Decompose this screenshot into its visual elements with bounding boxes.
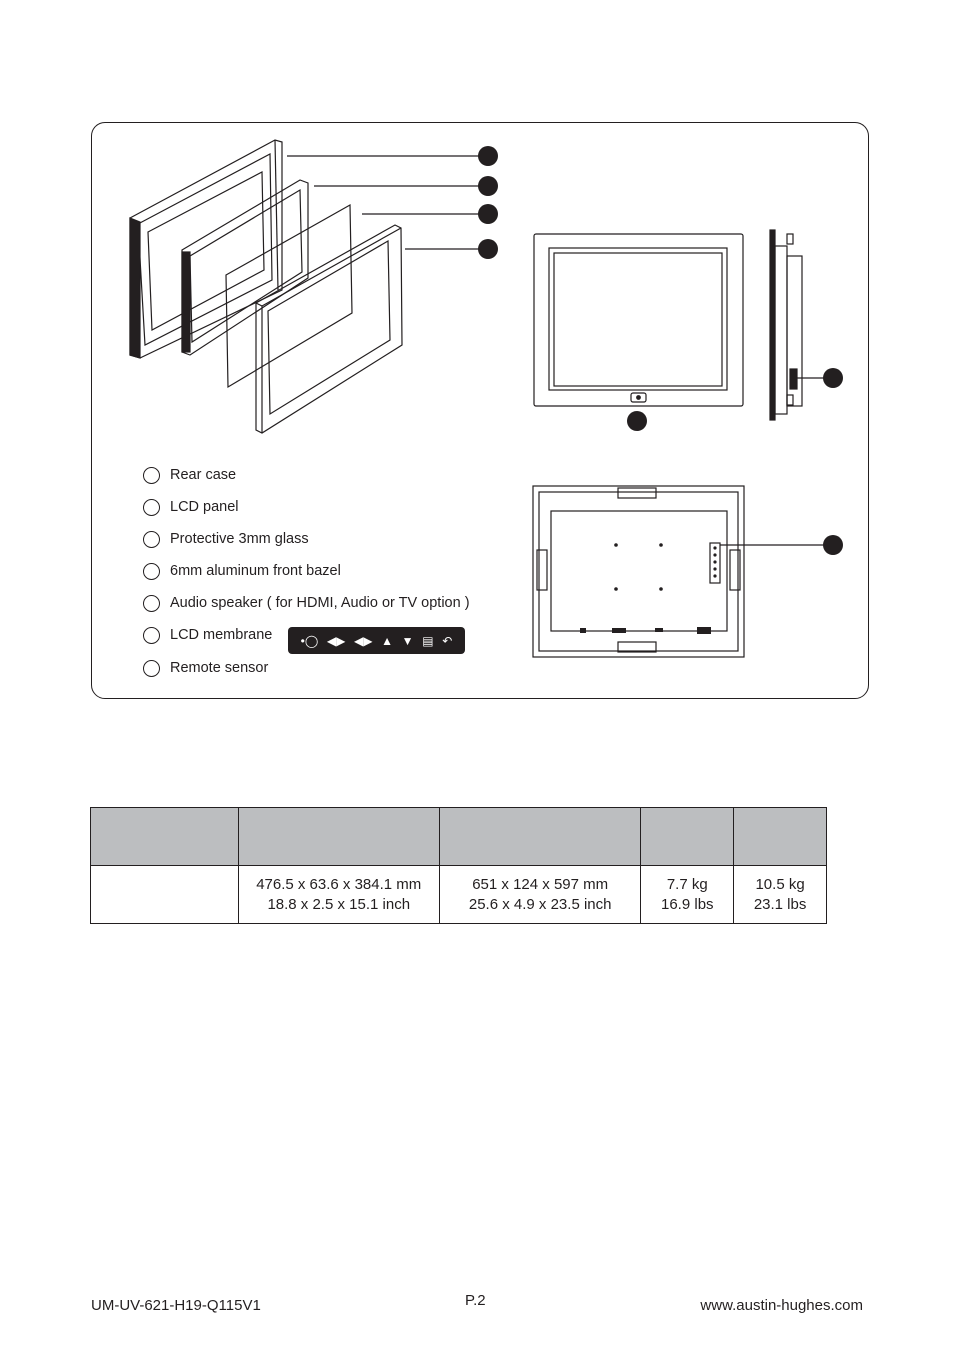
legend-label: LCD membrane [170,627,273,643]
legend-label: LCD panel [170,499,239,515]
legend-label: Protective 3mm glass [170,531,309,547]
document-id: UM-UV-621-H19-Q115V1 [91,1297,261,1314]
dimension-mm: 476.5 x 63.6 x 384.1 mm [256,875,422,893]
legend-item: Audio speaker ( for HDMI, Audio or TV op… [143,593,470,613]
table-header-cell [733,807,827,866]
package-mm: 651 x 124 x 597 mm [472,875,609,893]
legend-label: Audio speaker ( for HDMI, Audio or TV op… [170,595,470,611]
callout-marker [478,239,498,259]
legend-label: Rear case [170,467,237,483]
front-view-drawing [533,233,744,407]
callout-marker [823,535,843,555]
net-weight-cell: 7.7 kg 16.9 lbs [640,865,735,924]
callout-marker [627,411,647,431]
gross-weight-kg: 10.5 kg [755,875,805,893]
rear-case-drawing [129,139,283,359]
diagram-panel [91,122,869,699]
callout-marker [478,176,498,196]
legend-item: LCD membrane [143,625,272,645]
legend-item: 6mm aluminum front bazel [143,561,341,581]
callout-marker [478,146,498,166]
side-view-drawing [769,229,824,421]
front-bezel-drawing [255,224,403,434]
legend-bullet [143,562,160,580]
dimension-cell: 476.5 x 63.6 x 384.1 mm 18.8 x 2.5 x 15.… [237,865,440,924]
dimension-inch: 18.8 x 2.5 x 15.1 inch [267,895,411,913]
down-arrow-icon: ▼ [401,633,414,648]
rear-view-drawing [532,485,824,658]
lcd-panel-drawing [181,179,309,356]
legend-bullet [143,466,160,484]
table-header-cell [237,807,440,866]
return-icon: ↶ [442,633,453,648]
power-icon: •◯ [300,633,319,648]
legend-item: LCD panel [143,497,239,517]
legend-bullet [143,626,160,644]
table-row: 476.5 x 63.6 x 384.1 mm 18.8 x 2.5 x 15.… [90,865,827,924]
legend-bullet [143,659,160,677]
legend-bullet [143,530,160,548]
legend-item: Rear case [143,465,236,485]
page-number: P.2 [465,1292,486,1309]
gross-weight-cell: 10.5 kg 23.1 lbs [733,865,827,924]
left-arrow-icon: ◀▶ [326,633,346,648]
net-weight-lbs: 16.9 lbs [661,895,714,913]
legend-bullet [143,594,160,612]
table-header-cell [438,807,642,866]
protective-glass-drawing [225,203,353,389]
lcd-membrane-keypad: •◯ ◀▶ ◀▶ ▲ ▼ ▤ ↶ [288,627,465,654]
gross-weight-lbs: 23.1 lbs [753,895,807,913]
package-inch: 25.6 x 4.9 x 23.5 inch [468,895,612,913]
table-header-cell [90,807,239,866]
legend-bullet [143,498,160,516]
up-arrow-icon: ▲ [381,633,394,648]
net-weight-kg: 7.7 kg [666,875,708,893]
right-arrow-icon: ◀▶ [354,633,373,648]
website-link[interactable]: www.austin-hughes.com [700,1297,863,1314]
legend-label: 6mm aluminum front bazel [170,563,341,579]
menu-icon: ▤ [422,633,434,648]
legend-label: Remote sensor [170,660,269,676]
table-header-cell [640,807,735,866]
callout-marker [823,368,843,388]
specification-table: 476.5 x 63.6 x 384.1 mm 18.8 x 2.5 x 15.… [90,807,827,924]
legend-item: Protective 3mm glass [143,529,309,549]
package-cell: 651 x 124 x 597 mm 25.6 x 4.9 x 23.5 inc… [438,865,642,924]
table-header-row [90,807,827,866]
callout-marker [478,204,498,224]
legend-item: Remote sensor [143,658,268,678]
model-cell [90,865,239,924]
